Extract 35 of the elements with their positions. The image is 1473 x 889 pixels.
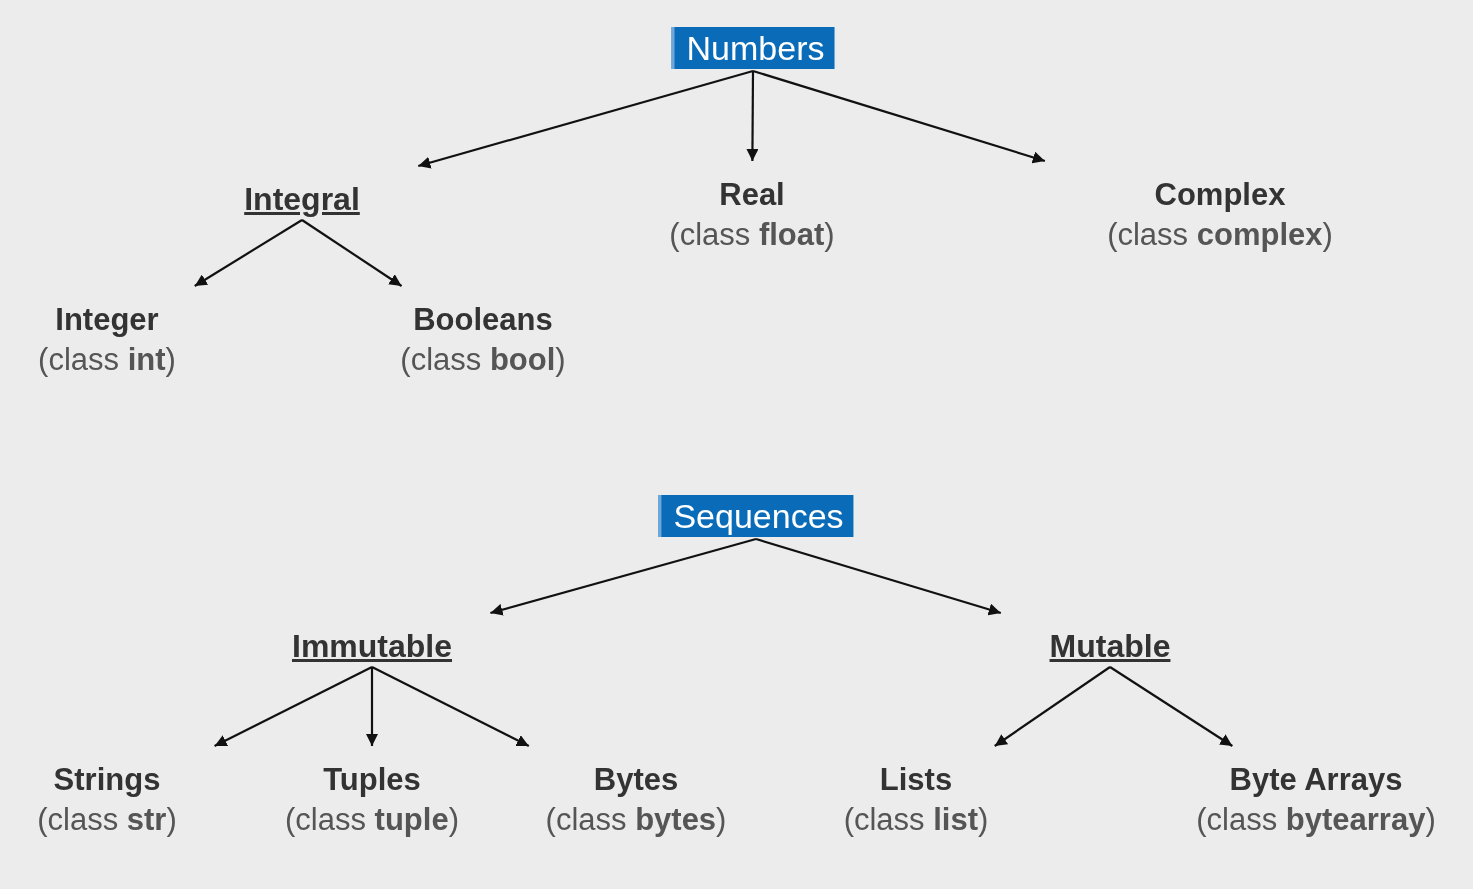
type-name: Bytes (592, 761, 680, 799)
type-name: Complex (1153, 176, 1287, 214)
class-name-text: (class complex) (1107, 216, 1333, 254)
arrow (214, 666, 373, 747)
class-name-text: (class float) (669, 216, 835, 254)
class-name-text: (class int) (38, 341, 176, 379)
arrow (490, 537, 757, 616)
arrow (365, 667, 379, 746)
type-name: Integer (54, 301, 160, 339)
arrow (371, 666, 530, 747)
category-heading: Sequences (658, 495, 854, 537)
class-name-text: (class bytes) (545, 801, 727, 839)
class-name-text: (class tuple) (285, 801, 459, 839)
type-name: Byte Arrays (1228, 761, 1404, 799)
class-name-text: (class list) (843, 801, 989, 839)
arrow (301, 219, 403, 287)
class-name-text: (class bool) (400, 341, 566, 379)
arrow (755, 537, 1002, 616)
subcategory-label: Integral (244, 180, 360, 218)
arrow (1109, 666, 1233, 747)
type-name: Booleans (412, 301, 554, 339)
type-name: Lists (878, 761, 954, 799)
subcategory-label: Immutable (292, 627, 452, 665)
type-name: Real (718, 176, 786, 214)
type-name: Tuples (322, 761, 422, 799)
category-heading: Numbers (671, 27, 835, 69)
arrow (752, 69, 1046, 164)
arrow (194, 219, 303, 287)
arrow (746, 71, 759, 161)
subcategory-label: Mutable (1049, 627, 1171, 665)
arrow (994, 666, 1111, 747)
arrow (417, 69, 754, 169)
type-name: Strings (52, 761, 162, 799)
class-name-text: (class bytearray) (1196, 801, 1436, 839)
class-name-text: (class str) (37, 801, 177, 839)
